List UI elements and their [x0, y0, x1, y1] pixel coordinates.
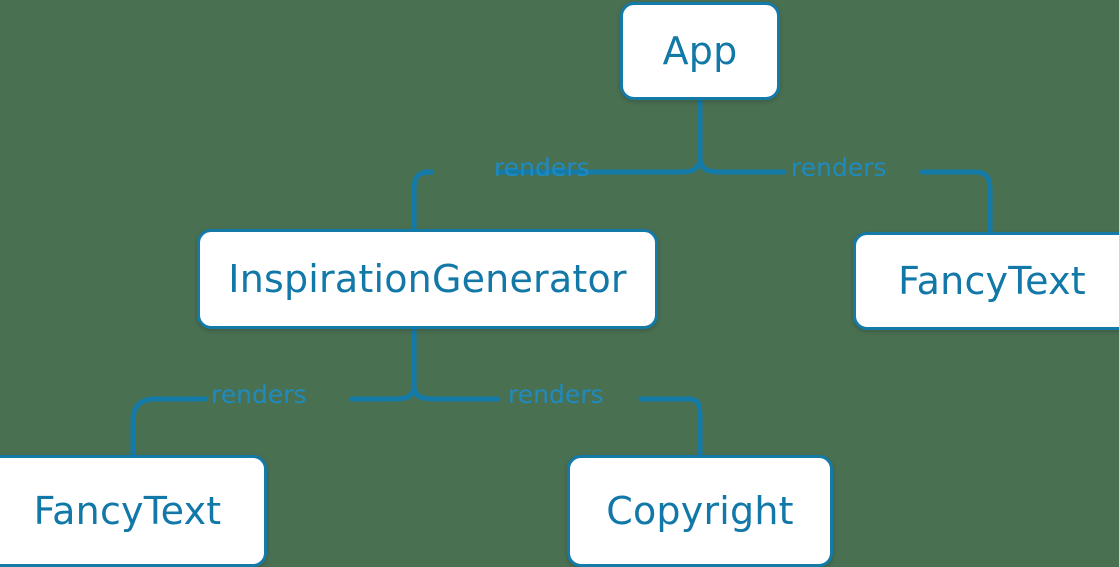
node-app-label: App	[662, 29, 738, 73]
edge-inspiration-to-fancytext-right-seg	[349, 385, 417, 402]
edge-label-inspiration-copyright: renders	[508, 380, 604, 409]
edge-label-app-inspiration: renders	[494, 153, 590, 182]
node-inspiration-generator-label: InspirationGenerator	[228, 257, 627, 301]
edge-inspiration-to-copyright-elbow	[638, 396, 703, 458]
edge-app-to-fancytext-elbow	[919, 169, 993, 235]
edge-label-inspiration-fancytext: renders	[211, 380, 307, 409]
node-copyright[interactable]: Copyright	[567, 455, 833, 567]
edge-label-app-fancytext: renders	[791, 153, 887, 182]
node-app[interactable]: App	[620, 2, 780, 100]
edge-inspiration-to-fancytext-elbow	[130, 396, 208, 458]
edge-app-to-inspiration-elbow	[411, 169, 434, 232]
edge-inspiration-to-copyright-left-seg	[411, 385, 501, 402]
node-copyright-label: Copyright	[606, 489, 794, 533]
node-fancytext-right[interactable]: FancyText	[853, 232, 1119, 330]
edge-app-to-fancytext-left-seg	[697, 157, 787, 175]
node-fancytext-left[interactable]: FancyText	[0, 455, 267, 567]
node-fancytext-left-label: FancyText	[33, 489, 222, 533]
node-fancytext-right-label: FancyText	[898, 259, 1086, 303]
node-inspiration-generator[interactable]: InspirationGenerator	[197, 229, 658, 329]
